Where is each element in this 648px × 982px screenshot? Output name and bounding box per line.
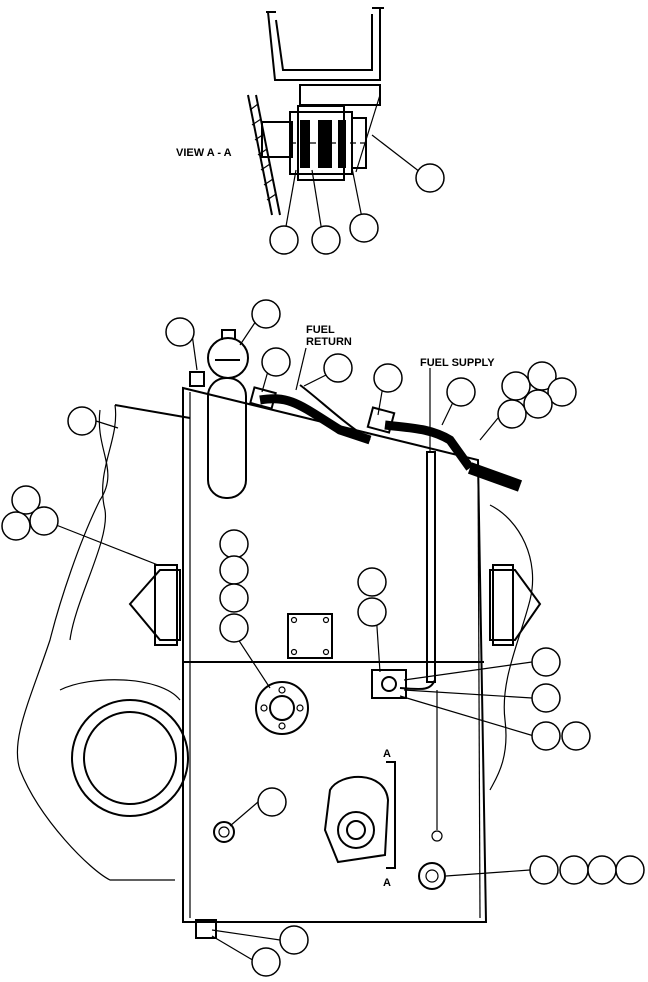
- callout-balloon: [311, 225, 341, 255]
- callout-balloon: [219, 583, 249, 613]
- callout-balloon: [251, 299, 281, 329]
- section-label-bottom: A: [383, 877, 391, 889]
- callout-balloon: [251, 947, 281, 977]
- callout-balloon: [29, 506, 59, 536]
- callout-balloon: [269, 225, 299, 255]
- fuel-supply-label: FUEL SUPPLY: [420, 357, 495, 369]
- callout-balloon: [531, 683, 561, 713]
- callout-leaders: [45, 317, 535, 963]
- callout-balloon: [357, 567, 387, 597]
- callout-balloon: [415, 163, 445, 193]
- callout-balloon: [1, 511, 31, 541]
- callout-balloon: [257, 787, 287, 817]
- callout-balloon: [547, 377, 577, 407]
- fuel-return-label-line2: RETURN: [306, 336, 352, 348]
- callout-balloon: [219, 555, 249, 585]
- callout-balloon: [357, 597, 387, 627]
- callout-balloon: [67, 406, 97, 436]
- callout-balloon: [531, 721, 561, 751]
- callout-balloon: [279, 925, 309, 955]
- callout-balloon: [219, 613, 249, 643]
- callout-balloon: [219, 529, 249, 559]
- callout-balloon: [561, 721, 591, 751]
- callout-balloon: [11, 485, 41, 515]
- callout-balloon: [615, 855, 645, 885]
- fuel-tank: A A FUEL RETURN FUEL SUPPLY: [16, 324, 542, 939]
- callout-balloon: [165, 317, 195, 347]
- callout-balloons: [1, 163, 645, 977]
- view-a-a-label: VIEW A - A: [176, 147, 232, 159]
- callout-balloon: [323, 353, 353, 383]
- callout-balloon: [349, 213, 379, 243]
- callout-balloon: [373, 363, 403, 393]
- callout-balloon: [529, 855, 559, 885]
- callout-balloon: [497, 399, 527, 429]
- callout-balloon: [531, 647, 561, 677]
- callout-balloon: [587, 855, 617, 885]
- section-label-top: A: [383, 748, 391, 760]
- view-a-a-detail: VIEW A - A: [176, 7, 421, 233]
- callout-balloon: [523, 389, 553, 419]
- callout-balloon: [446, 377, 476, 407]
- callout-balloon: [261, 347, 291, 377]
- callout-balloon: [559, 855, 589, 885]
- fuel-return-label-line1: FUEL: [306, 324, 335, 336]
